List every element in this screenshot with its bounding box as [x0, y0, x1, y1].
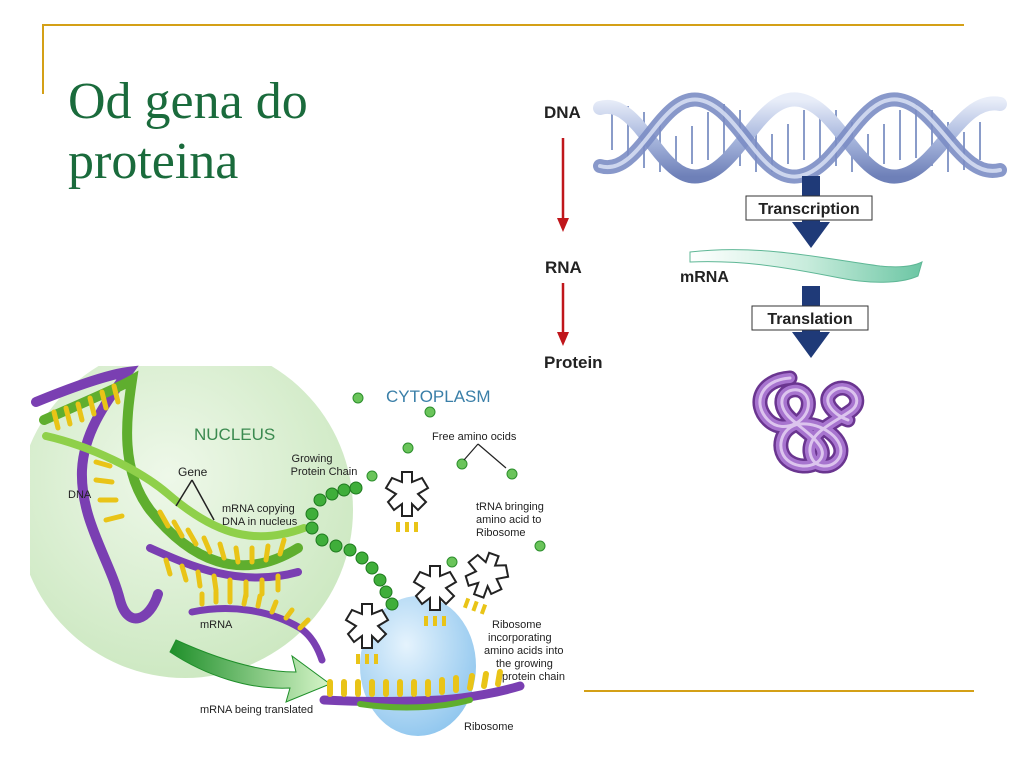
- mrna-copying-label-line2: DNA in nucleus: [222, 516, 298, 528]
- translation-label: Translation: [767, 311, 852, 328]
- growing-chain-label-line2: Protein Chain: [291, 466, 358, 478]
- trna-icon-2: [462, 551, 510, 615]
- side-accent-rule: [42, 24, 44, 94]
- free-amino-acid-bracket: [463, 443, 507, 469]
- transcription-label: Transcription: [758, 201, 859, 218]
- mrna-translated-label: mRNA being translated: [200, 704, 313, 716]
- ribosome-inc-label-line1: Ribosome: [492, 619, 542, 631]
- cell-translation-illustration: NUCLEUS CYTOPLASM: [0, 330, 565, 736]
- free-amino-acids-label: Free amino ocids: [432, 431, 517, 443]
- nucleus-mrna-label: mRNA: [200, 619, 233, 631]
- transcription-label-box: [745, 195, 873, 221]
- cytoplasm-label: CYTOPLASM: [386, 387, 491, 406]
- nucleus-dna-label: DNA: [68, 489, 92, 501]
- trna-label-line1: tRNA bringing: [476, 501, 544, 513]
- ribosome-inc-label-line2: incorporating: [488, 632, 552, 644]
- flow-dna-label: DNA: [544, 103, 581, 122]
- flow-protein-label: Protein: [544, 353, 603, 372]
- dna-helix-icon: [593, 92, 1007, 184]
- top-accent-rule: [42, 24, 964, 26]
- mrna-copying-label-line1: mRNA copying: [222, 503, 295, 515]
- gene-label: Gene: [178, 465, 208, 479]
- ribosome-inc-label-line5: protein chain: [502, 671, 565, 683]
- growing-chain-label-line1: Growing: [292, 453, 333, 465]
- ribosome-inc-label-line3: amino acids into: [484, 645, 564, 657]
- bottom-accent-rule: [584, 690, 974, 692]
- nucleus-label: NUCLEUS: [194, 425, 275, 444]
- translation-label-box: [751, 305, 869, 331]
- growing-protein-chain: [305, 481, 399, 611]
- flow-mrna-label: mRNA: [680, 269, 729, 286]
- ribosome-label: Ribosome: [464, 721, 514, 733]
- trna-icon-3: [412, 565, 458, 626]
- trna-label-line2: amino acid to: [476, 514, 541, 526]
- nucleus-dna-strands: [31, 365, 308, 624]
- slide-title-line1: Od gena do: [68, 73, 308, 130]
- trna-icon-4: [344, 603, 390, 664]
- ribosome-inc-label-line4: the growing: [496, 658, 553, 670]
- slide-title-line2: proteina: [68, 133, 239, 190]
- folded-protein-icon: [752, 370, 865, 474]
- flow-rna-label: RNA: [545, 258, 582, 277]
- translated-mrna-strand: [319, 669, 525, 711]
- free-amino-acids: [352, 392, 546, 568]
- slide-title: Od gena do proteina: [68, 72, 488, 192]
- red-arrow-dna-to-rna: [557, 138, 569, 232]
- trna-label-line3: Ribosome: [476, 527, 526, 539]
- red-arrow-rna-to-protein: [557, 283, 569, 346]
- mrna-ribbon-icon: [689, 249, 923, 283]
- gene-bracket-lines: [175, 479, 215, 521]
- nucleus-mrna-strand: [188, 589, 326, 664]
- big-green-arrow-icon: [169, 639, 332, 703]
- trna-icon-1: [384, 471, 430, 532]
